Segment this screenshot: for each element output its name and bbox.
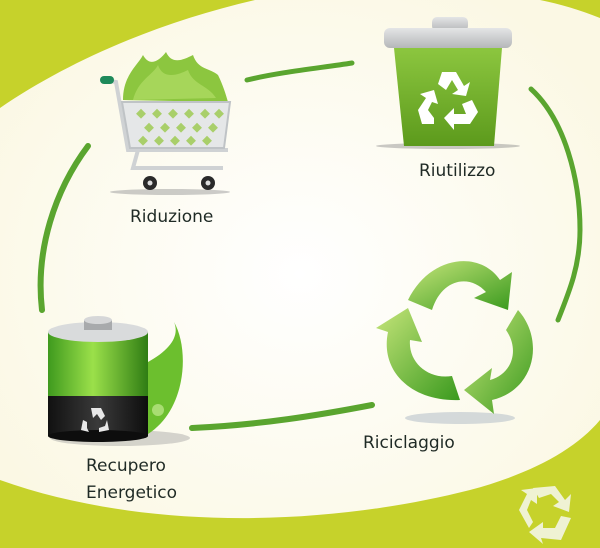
connector-recupero-riduzione — [37, 143, 91, 313]
top-right-band — [540, 0, 600, 18]
connector-riutilizzo-riciclaggio — [528, 86, 583, 323]
label-recupero-line1: Recupero — [86, 456, 166, 476]
recycle-bin-icon — [376, 17, 520, 149]
shopping-cart-with-leaves-icon — [100, 52, 232, 195]
label-recupero-line2: Energetico — [86, 483, 178, 503]
connector-riduzione-riutilizzo — [244, 60, 355, 83]
recycle-watermark-icon — [519, 486, 571, 544]
top-left-band — [0, 0, 255, 108]
label-riciclaggio: Riciclaggio — [363, 433, 455, 453]
label-riutilizzo: Riutilizzo — [419, 161, 496, 181]
bottom-band — [0, 420, 600, 548]
recycle-arrows-icon — [376, 261, 533, 424]
label-riduzione: Riduzione — [130, 207, 214, 227]
connector-riciclaggio-recupero — [189, 402, 375, 431]
battery-with-leaf-icon — [48, 316, 190, 446]
